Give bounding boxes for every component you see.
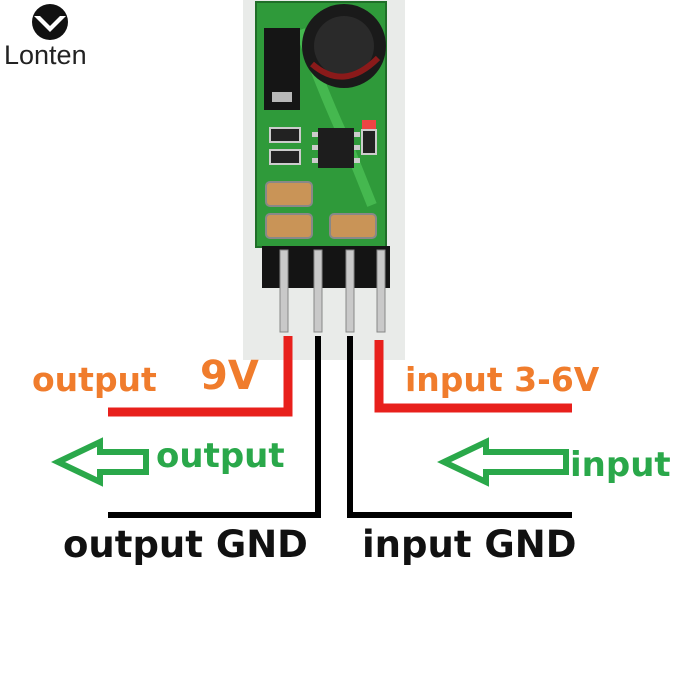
output-positive-wire (108, 336, 293, 417)
output-gnd-label: output GND (63, 523, 308, 566)
input-label: input 3-6V (405, 360, 600, 399)
input-gnd-label: input GND (362, 523, 577, 566)
input-gnd-wire (347, 336, 572, 518)
output-label: output (32, 360, 157, 399)
output-gnd-wire (108, 336, 321, 518)
input-arrow-text: input (570, 445, 671, 485)
output-arrow-icon (51, 437, 149, 487)
input-arrow-icon (437, 437, 569, 487)
output-voltage: 9V (200, 353, 259, 399)
output-arrow-text: output (156, 436, 285, 476)
pcb-module (255, 1, 390, 288)
input-positive-wire (374, 340, 572, 413)
header-pins (279, 249, 386, 333)
brand-logo (32, 4, 68, 40)
brand-name: Lonten (4, 40, 87, 70)
